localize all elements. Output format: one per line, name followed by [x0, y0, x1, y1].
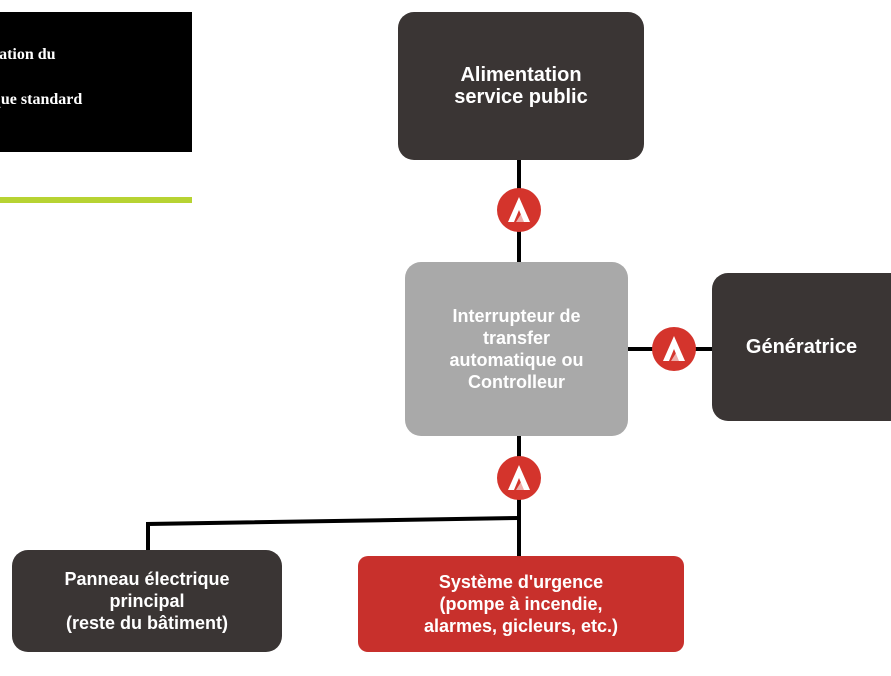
- transfer-switch-label: Interrupteur de transfer automatique ou …: [449, 306, 584, 392]
- header-title-box: ration du que standard: [0, 12, 192, 152]
- generator-box: Génératrice: [712, 273, 891, 421]
- header-title-line-2: que standard: [0, 91, 83, 108]
- header-title-line-1: ration du: [0, 46, 56, 63]
- brand-a-logo-icon: [652, 327, 696, 371]
- main-panel-box: Panneau électrique principal (reste du b…: [12, 550, 282, 652]
- main-panel-label: Panneau électrique principal (reste du b…: [64, 569, 230, 633]
- emergency-system-box: Système d'urgence (pompe à incendie, ala…: [358, 556, 684, 652]
- accent-divider: [0, 197, 192, 203]
- emergency-system-label: Système d'urgence (pompe à incendie, ala…: [423, 572, 619, 636]
- utility-power-label: Alimentation service public: [454, 64, 588, 108]
- brand-a-logo-icon: [497, 188, 541, 232]
- generator-label: Génératrice: [745, 336, 858, 358]
- brand-a-logo-icon: [497, 456, 541, 500]
- connector-switch-panel: [146, 516, 520, 550]
- transfer-switch-box: Interrupteur de transfer automatique ou …: [405, 262, 628, 436]
- utility-power-box: Alimentation service public: [398, 12, 644, 160]
